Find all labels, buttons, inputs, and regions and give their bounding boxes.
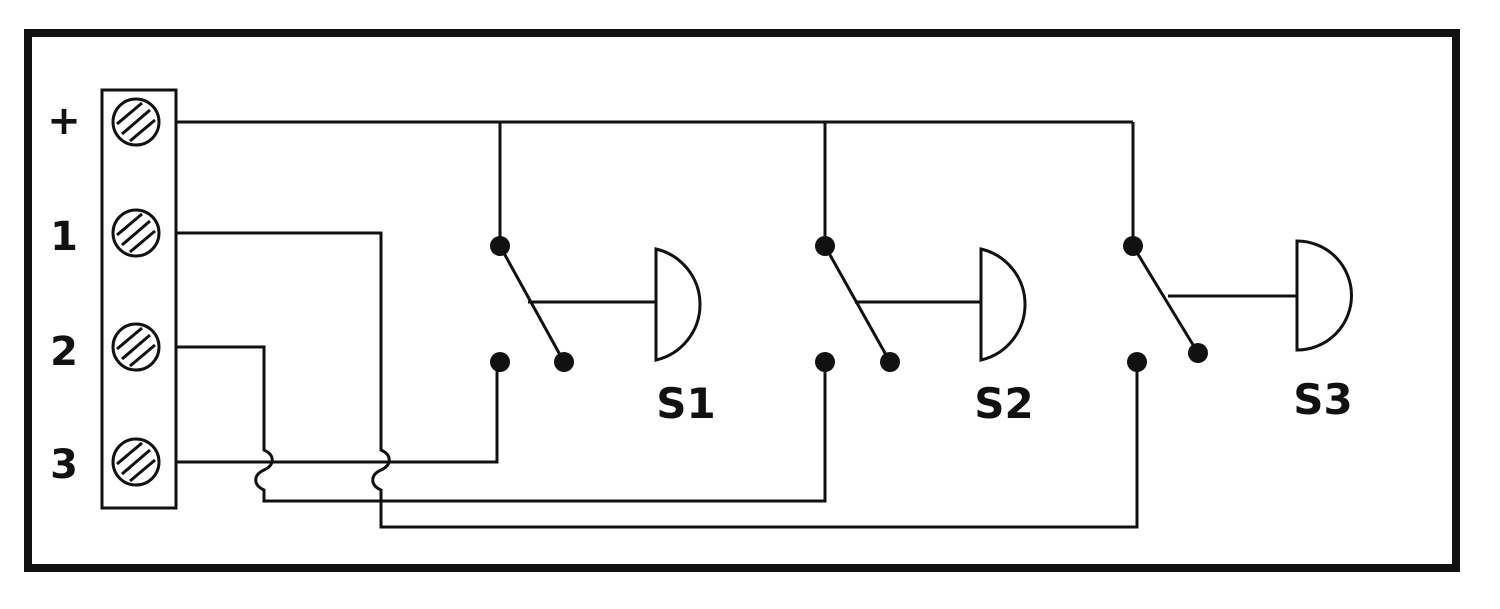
switch-label-s2: S2 (974, 379, 1033, 428)
terminal-label-3: 3 (50, 442, 78, 488)
plus-bus-wire (176, 120, 1135, 246)
s3-switch-arm (1131, 245, 1200, 354)
terminal-screw-1 (111, 208, 161, 258)
terminal-label-2: 2 (50, 329, 78, 375)
terminal-screw-2 (111, 322, 161, 372)
s3-lamp (1295, 239, 1353, 352)
wire-terminal-3 (176, 362, 499, 464)
terminal-block (100, 88, 178, 510)
switch-label-s1: S1 (656, 379, 715, 428)
diagram-frame (24, 29, 1460, 572)
switch-s2 (815, 236, 1027, 372)
terminal-screw-3 (111, 437, 161, 487)
s2-switch-arm (823, 245, 892, 363)
s3-lower-contact (1127, 352, 1147, 372)
switch-label-s3: S3 (1293, 375, 1352, 424)
switch-s1 (490, 236, 702, 372)
wire-terminal-1 (176, 231, 1139, 529)
s1-switch-arm (498, 245, 566, 363)
switch-s3 (1123, 236, 1353, 372)
s2-lower-contact (815, 352, 835, 372)
terminal-label-plus: + (47, 98, 81, 144)
s1-lower-contact (490, 352, 510, 372)
terminal-screw-plus (111, 97, 161, 147)
wire-terminal-2 (176, 345, 827, 503)
s2-lamp (979, 247, 1027, 362)
terminal-label-1: 1 (50, 214, 78, 260)
s1-lamp (654, 247, 702, 362)
